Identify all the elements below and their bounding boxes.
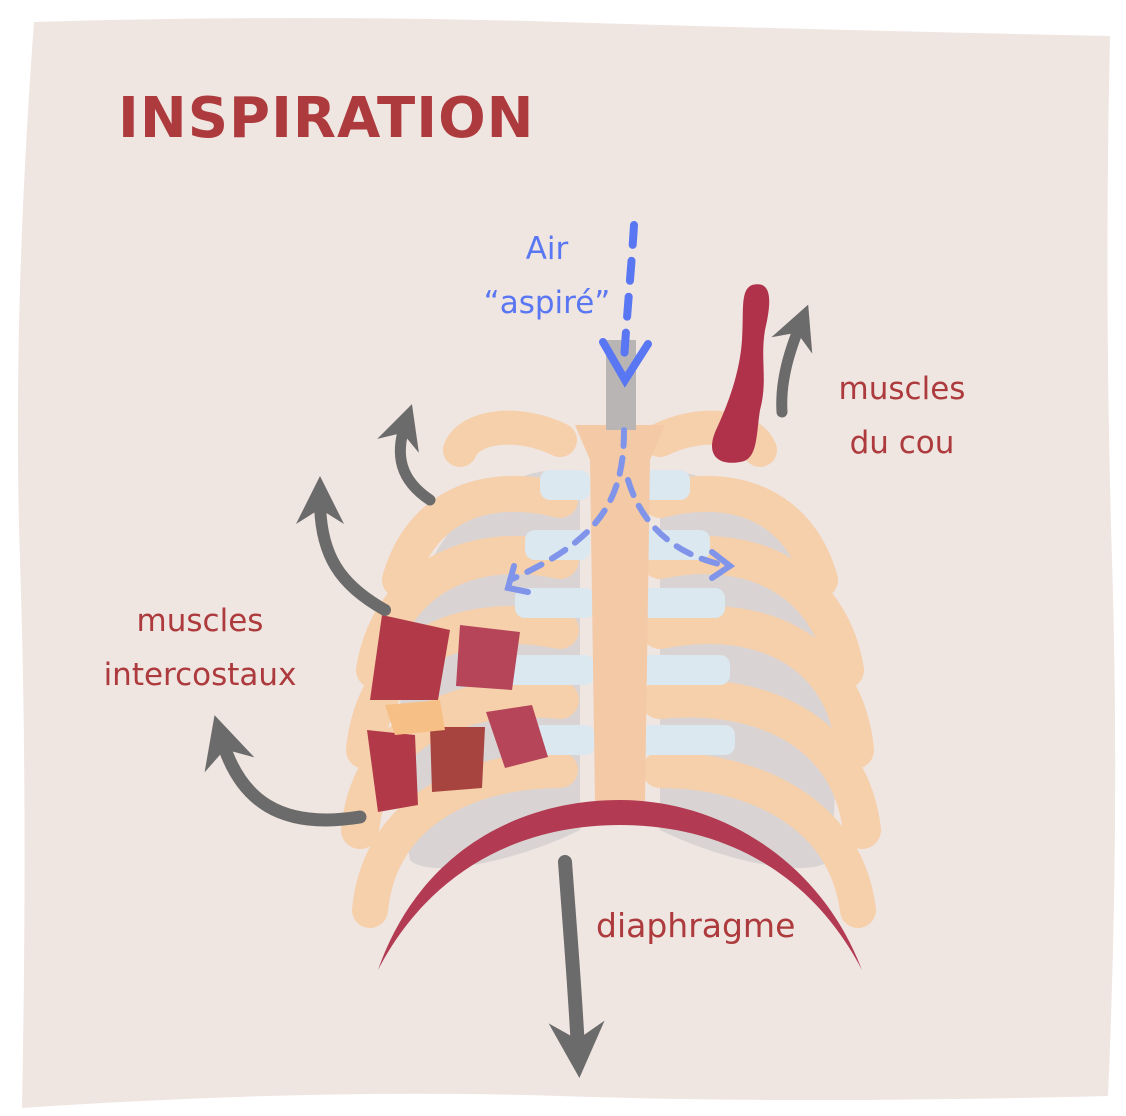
air-flow-arrow-icon (504, 221, 736, 595)
intercostal-label-line1: muscles (136, 603, 264, 639)
costal-cartilage (500, 470, 735, 755)
neck-muscle (712, 284, 770, 463)
air-label-line2: “aspiré” (483, 285, 611, 321)
ribcage (341, 284, 881, 970)
intercostal-label-line2: intercostaux (103, 657, 297, 693)
diaphragm-label: diaphragme (596, 906, 796, 945)
neck-muscles-label: muscles du cou (812, 362, 992, 470)
air-label: Air “aspiré” (452, 222, 642, 330)
neck-muscles-label-line1: muscles (838, 371, 966, 407)
air-label-line1: Air (525, 231, 569, 267)
neck-muscles-label-line2: du cou (849, 425, 955, 461)
intercostal-muscles (367, 615, 548, 812)
intercostal-muscles-label: muscles intercostaux (70, 594, 330, 702)
diagram-title: INSPIRATION (118, 86, 535, 151)
diaphragm-down-arrow-icon (548, 855, 605, 1078)
expansion-arrow-icon (204, 304, 813, 827)
diaphragm (378, 800, 862, 970)
